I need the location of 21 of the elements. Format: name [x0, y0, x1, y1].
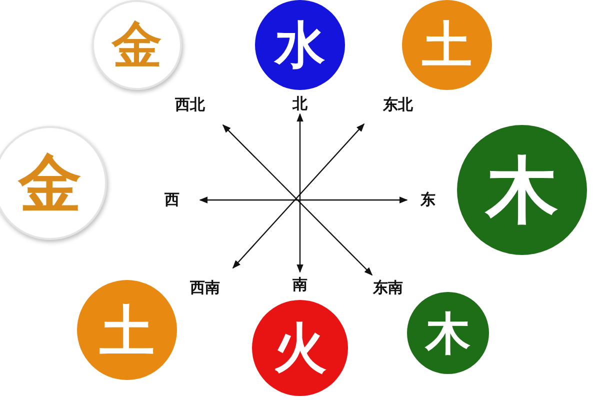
direction-label: 西南	[190, 278, 220, 298]
element-character: 金	[112, 20, 162, 70]
element-character: 土	[422, 20, 472, 70]
direction-label: 西	[164, 190, 180, 210]
direction-arrow	[296, 113, 304, 273]
element-character: 火	[274, 322, 326, 374]
direction-arrow	[199, 196, 408, 204]
direction-label: 东南	[373, 278, 403, 298]
element-character: 土	[100, 302, 154, 358]
element-circle	[92, 0, 182, 90]
direction-label: 北	[292, 94, 308, 114]
direction-label: 东	[420, 190, 436, 210]
direction-label: 南	[292, 276, 308, 294]
direction-arrow	[232, 123, 365, 269]
direction-label: 西北	[175, 96, 205, 114]
direction-arrow	[222, 124, 373, 276]
element-character: 金	[18, 152, 82, 214]
element-character: 木	[426, 310, 470, 356]
element-character: 水	[275, 20, 325, 70]
direction-label: 东北	[383, 96, 413, 114]
element-character: 木	[486, 154, 558, 226]
